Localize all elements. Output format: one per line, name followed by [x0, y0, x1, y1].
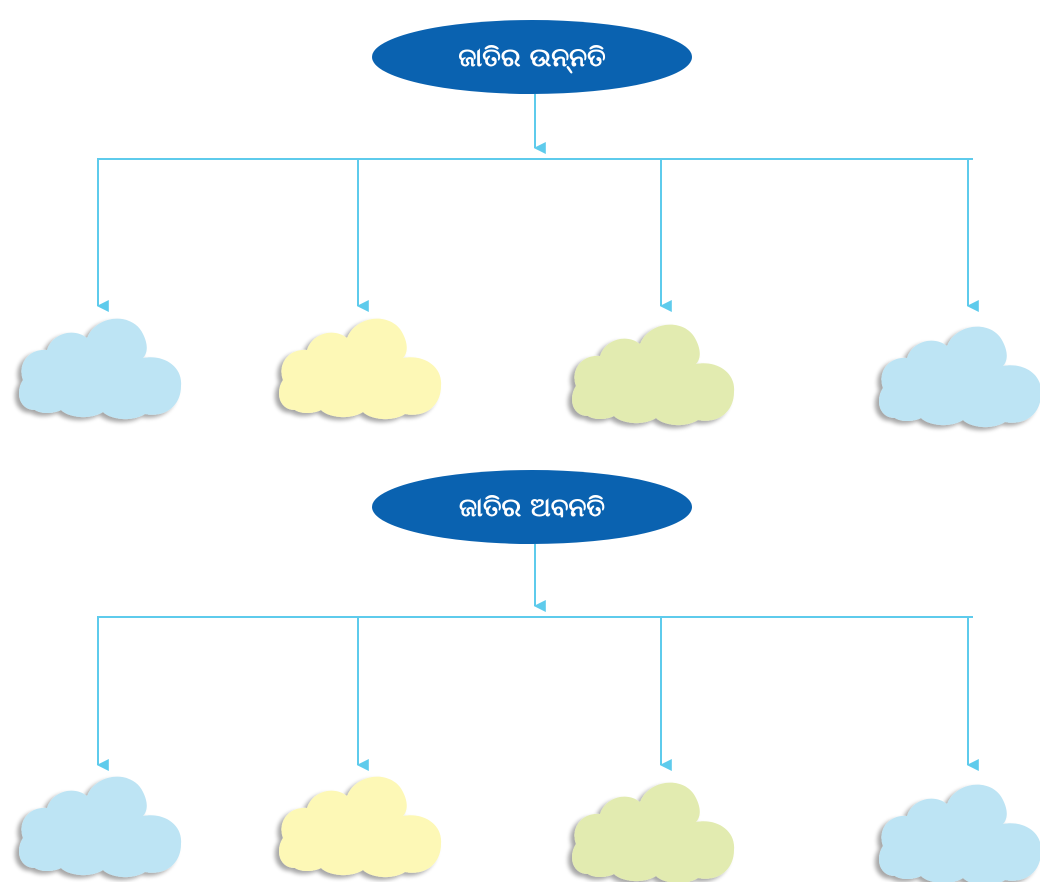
section-title: ଜାତିର ଅବନତି: [459, 493, 605, 523]
blank-cloud[interactable]: [879, 326, 1040, 427]
title-oval: [372, 20, 692, 94]
blank-cloud[interactable]: [879, 784, 1040, 882]
blank-cloud[interactable]: [19, 318, 182, 420]
blank-cloud[interactable]: [279, 776, 442, 878]
blank-cloud[interactable]: [19, 776, 182, 878]
title-oval: [372, 470, 692, 544]
section-progress: ଜାତିର ଉନ୍ନତି: [19, 20, 1040, 427]
section-title: ଜାତିର ଉନ୍ନତି: [458, 43, 605, 74]
blank-cloud[interactable]: [572, 324, 735, 426]
blank-cloud[interactable]: [279, 318, 442, 420]
section-decline: ଜାତିର ଅବନତି: [19, 470, 1040, 882]
blank-cloud[interactable]: [572, 782, 735, 882]
